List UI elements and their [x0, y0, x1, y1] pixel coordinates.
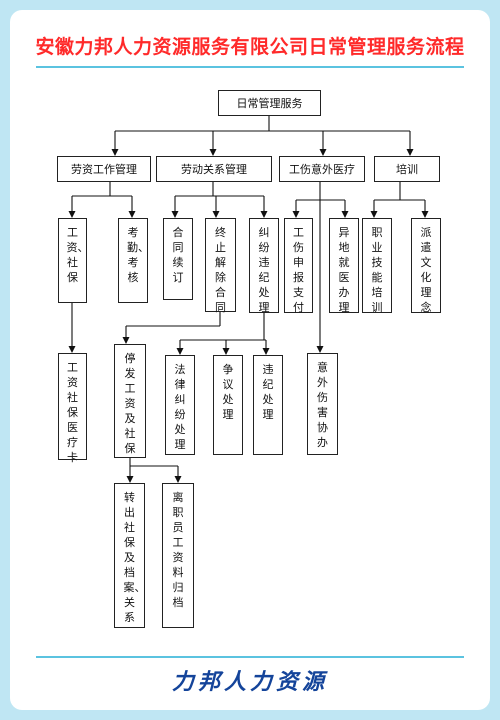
- node-discipline: 违纪处理: [253, 355, 283, 455]
- node-stop-pay-label: 停发工资及社保: [124, 352, 136, 455]
- node-legal: 法律纠纷处理: [165, 355, 195, 455]
- node-accident-label: 意外伤害协办: [317, 361, 328, 449]
- node-transfer-label: 转出社保及档案、关系: [123, 491, 146, 624]
- node-medical-card: 工资社保医疗卡: [58, 353, 87, 464]
- node-injury-medical-label: 工伤意外医疗: [289, 163, 355, 176]
- node-wages-social: 工资、社保: [58, 218, 89, 303]
- node-discipline-label: 违纪处理: [262, 363, 274, 421]
- root-node: 日常管理服务: [218, 90, 321, 116]
- node-archive-label: 离职员工资料归档: [172, 491, 184, 609]
- node-culture: 派遣文化理念: [411, 218, 441, 314]
- footer-rule: [36, 656, 464, 658]
- node-labor-wages-label: 劳资工作管理: [71, 163, 137, 176]
- node-remote-medical: 异地就医办理: [329, 218, 359, 314]
- node-attendance-label: 考勤、考核: [127, 226, 149, 284]
- root-node-label: 日常管理服务: [236, 97, 303, 110]
- node-attendance: 考勤、考核: [118, 218, 149, 303]
- node-medical-card-label: 工资社保医疗卡: [67, 361, 78, 464]
- node-labor-relations: 劳动关系管理: [156, 156, 272, 182]
- page-title: 安徽力邦人力资源服务有限公司日常管理服务流程: [35, 36, 465, 58]
- node-remote-medical-label: 异地就医办理: [338, 226, 350, 314]
- node-injury-medical: 工伤意外医疗: [279, 156, 365, 182]
- node-training: 培训: [374, 156, 440, 182]
- node-injury-report: 工伤申报支付: [284, 218, 313, 314]
- node-contract-renew-label: 合同续订: [172, 226, 184, 284]
- node-accident: 意外伤害协办: [307, 353, 338, 455]
- node-skills-training-label: 职业技能培训: [371, 226, 383, 314]
- node-arbitration-label: 争议处理: [222, 363, 234, 421]
- node-skills-training: 职业技能培训: [362, 218, 392, 314]
- node-dispute: 纠纷违纪处理: [249, 218, 279, 314]
- node-injury-report-label: 工伤申报支付: [293, 226, 304, 314]
- node-dispute-label: 纠纷违纪处理: [258, 226, 270, 314]
- brand-footer: 力邦人力资源: [171, 670, 328, 695]
- node-labor-relations-label: 劳动关系管理: [181, 163, 247, 176]
- node-legal-label: 法律纠纷处理: [174, 363, 186, 451]
- node-labor-wages: 劳资工作管理: [57, 156, 151, 182]
- node-contract-renew: 合同续订: [163, 218, 193, 300]
- content-panel: [10, 10, 490, 710]
- node-transfer: 转出社保及档案、关系: [114, 483, 146, 628]
- node-arbitration: 争议处理: [213, 355, 243, 455]
- node-contract-end: 终止解除合同: [205, 218, 236, 314]
- node-culture-label: 派遣文化理念: [420, 226, 432, 314]
- node-stop-pay: 停发工资及社保: [114, 344, 146, 458]
- title-rule: [36, 66, 464, 68]
- node-wages-social-label: 工资、社保: [66, 226, 89, 284]
- node-training-label: 培训: [396, 163, 418, 176]
- node-contract-end-label: 终止解除合同: [215, 226, 226, 314]
- node-archive: 离职员工资料归档: [162, 483, 194, 628]
